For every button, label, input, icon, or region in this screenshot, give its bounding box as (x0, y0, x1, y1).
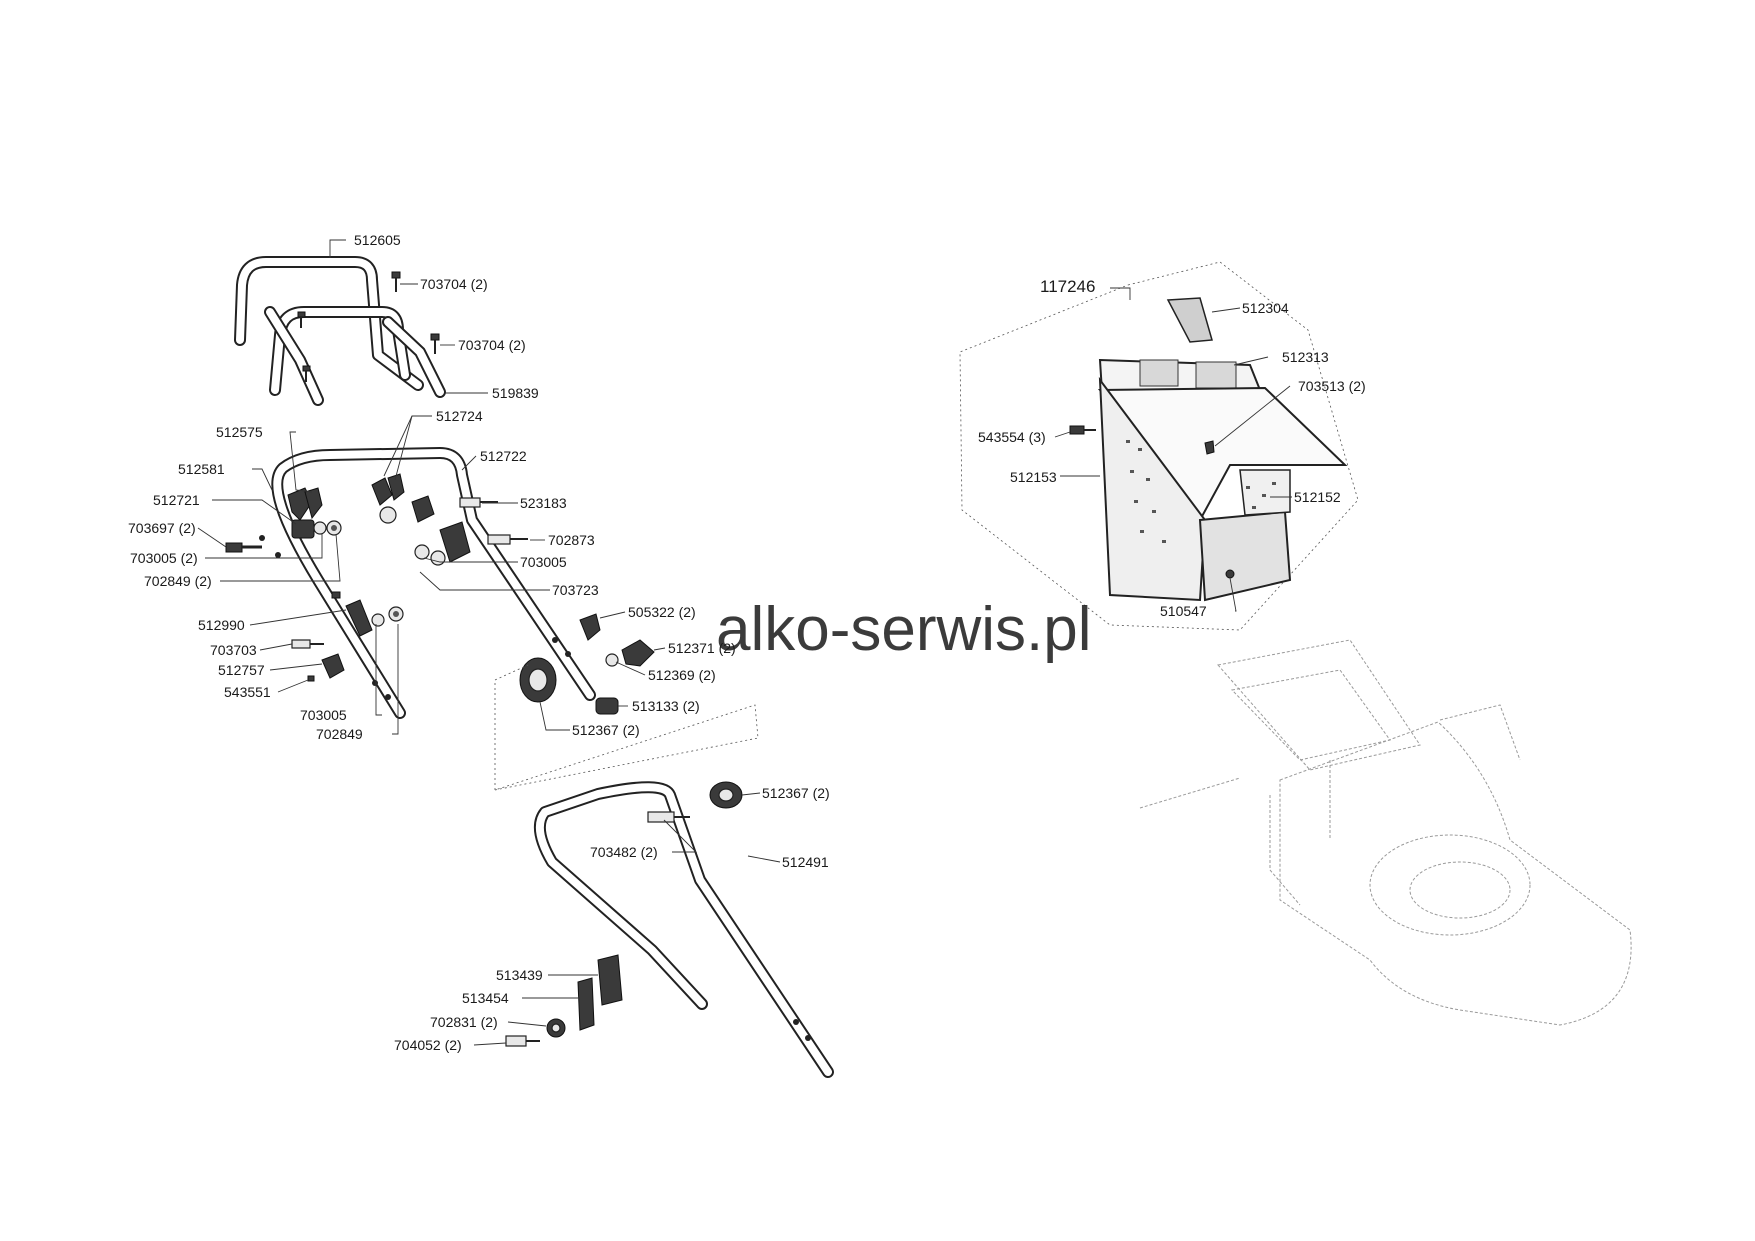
grass-catcher-icon (1069, 297, 1348, 602)
label-512369: 512369 (2) (648, 667, 716, 683)
label-512152: 512152 (1294, 489, 1341, 505)
cable-clip-icon (291, 591, 404, 682)
label-512722: 512722 (480, 448, 527, 464)
label-512721: 512721 (153, 492, 200, 508)
label-702831: 702831 (2) (430, 1014, 498, 1030)
label-assembly-117246: 117246 (1040, 277, 1095, 296)
part-number-labels: 512605 703704 (2) 703704 (2) 519839 5127… (128, 232, 1366, 1053)
label-703005-c: 703005 (300, 707, 347, 723)
label-703513: 703513 (2) (1298, 378, 1366, 394)
label-512757: 512757 (218, 662, 265, 678)
label-512575: 512575 (216, 424, 263, 440)
label-513133: 513133 (2) (632, 698, 700, 714)
label-512581: 512581 (178, 461, 225, 477)
lower-clamp-icon (505, 954, 623, 1047)
label-703005-a: 703005 (2) (130, 550, 198, 566)
label-702873: 702873 (548, 532, 595, 548)
label-512367-a: 512367 (2) (572, 722, 640, 738)
label-702849-b: 702849 (316, 726, 363, 742)
leader-lines (197, 239, 1292, 1046)
label-512153: 512153 (1010, 469, 1057, 485)
label-703703: 703703 (210, 642, 257, 658)
label-703005-b: 703005 (520, 554, 567, 570)
handle-clamp-icon (225, 487, 342, 553)
screw-icon (297, 271, 440, 382)
label-702849-a: 702849 (2) (144, 573, 212, 589)
label-543554: 543554 (3) (978, 429, 1046, 445)
label-512313: 512313 (1282, 349, 1329, 365)
label-512605: 512605 (354, 232, 401, 248)
label-512724: 512724 (436, 408, 483, 424)
label-513454: 513454 (462, 990, 509, 1006)
label-703697: 703697 (2) (128, 520, 196, 536)
mower-deck-outline-icon (1139, 639, 1632, 1026)
label-523183: 523183 (520, 495, 567, 511)
label-512367-b: 512367 (2) (762, 785, 830, 801)
label-703704-b: 703704 (2) (458, 337, 526, 353)
upper-handle-bar-icon (234, 256, 446, 406)
label-512304: 512304 (1242, 300, 1289, 316)
label-512371: 512371 (2) (668, 640, 736, 656)
label-510547: 510547 (1160, 603, 1207, 619)
label-703482: 703482 (2) (590, 844, 658, 860)
label-505322: 505322 (2) (628, 604, 696, 620)
label-543551: 543551 (224, 684, 271, 700)
label-704052: 704052 (2) (394, 1037, 462, 1053)
label-513439: 513439 (496, 967, 543, 983)
watermark-text: alko-serwis.pl (716, 595, 1092, 664)
label-703723: 703723 (552, 582, 599, 598)
label-703704-a: 703704 (2) (420, 276, 488, 292)
label-519839: 519839 (492, 385, 539, 401)
label-512990: 512990 (198, 617, 245, 633)
middle-handle-bar-icon (259, 447, 596, 719)
lower-handle-bar-icon (533, 781, 834, 1078)
star-knob-icon (519, 613, 655, 715)
handle-clamp-icon (371, 473, 528, 566)
label-512491: 512491 (782, 854, 829, 870)
